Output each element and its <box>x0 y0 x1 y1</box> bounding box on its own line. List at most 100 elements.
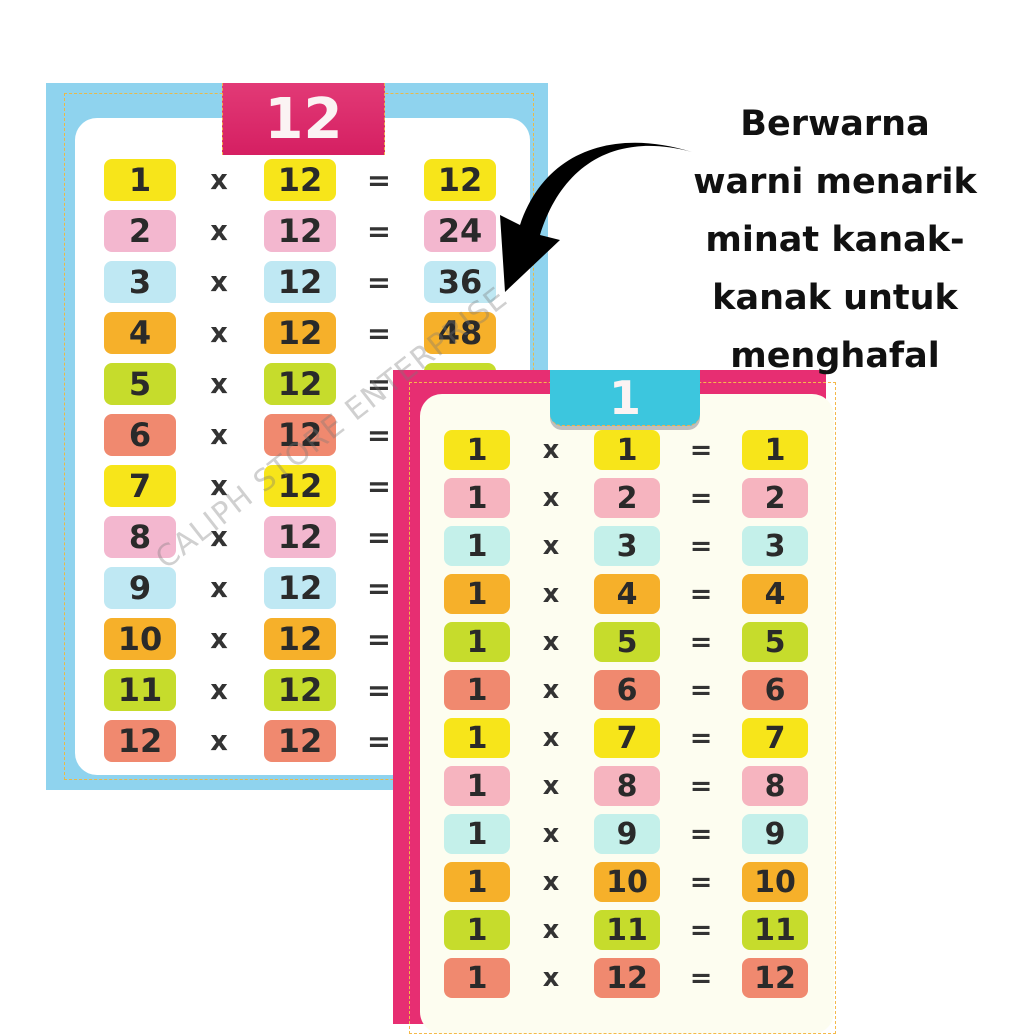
multiplier-cell: 12 <box>264 312 336 354</box>
multiplier-cell: 12 <box>264 261 336 303</box>
card-title-tab: 1 <box>550 370 700 426</box>
card-title-tab: 12 <box>222 83 385 155</box>
multiplier-cell: 12 <box>264 618 336 660</box>
equals-sign: = <box>366 724 392 758</box>
equals-sign: = <box>366 214 392 248</box>
caption-text: Berwarna warni menarik minat kanak- kana… <box>660 95 1010 385</box>
times-sign: x <box>210 215 228 247</box>
times-sign: x <box>542 819 560 849</box>
times-sign: x <box>542 723 560 753</box>
equals-sign: = <box>689 866 713 898</box>
times-sign: x <box>210 164 228 196</box>
multiplicand-cell: 8 <box>104 516 176 558</box>
times-sign: x <box>210 521 228 553</box>
multiplier-cell: 5 <box>594 622 660 662</box>
multiplier-cell: 4 <box>594 574 660 614</box>
times-sign: x <box>542 531 560 561</box>
multiplier-cell: 12 <box>264 516 336 558</box>
result-cell: 2 <box>742 478 808 518</box>
multiplier-cell: 12 <box>264 414 336 456</box>
multiplier-cell: 1 <box>594 430 660 470</box>
result-cell: 12 <box>424 159 496 201</box>
multiplier-cell: 12 <box>264 567 336 609</box>
multiplicand-cell: 6 <box>104 414 176 456</box>
equals-sign: = <box>689 962 713 994</box>
equals-sign: = <box>689 914 713 946</box>
equals-sign: = <box>689 626 713 658</box>
result-cell: 6 <box>742 670 808 710</box>
multiplier-cell: 12 <box>264 465 336 507</box>
multiplicand-cell: 1 <box>444 862 510 902</box>
caption-line: menghafal <box>730 336 940 376</box>
times-sign: x <box>210 419 228 451</box>
result-cell: 12 <box>742 958 808 998</box>
multiplier-cell: 7 <box>594 718 660 758</box>
multiplier-cell: 6 <box>594 670 660 710</box>
multiplicand-cell: 1 <box>444 574 510 614</box>
multiplicand-cell: 7 <box>104 465 176 507</box>
times-sign: x <box>542 867 560 897</box>
multiplicand-cell: 9 <box>104 567 176 609</box>
multiplicand-cell: 4 <box>104 312 176 354</box>
equals-sign: = <box>366 622 392 656</box>
multiplier-cell: 9 <box>594 814 660 854</box>
result-cell: 36 <box>424 261 496 303</box>
times-sign: x <box>210 317 228 349</box>
times-sign: x <box>210 266 228 298</box>
times-sign: x <box>542 435 560 465</box>
equals-sign: = <box>366 163 392 197</box>
result-cell: 24 <box>424 210 496 252</box>
equals-sign: = <box>366 316 392 350</box>
multiplier-cell: 12 <box>594 958 660 998</box>
equals-sign: = <box>366 571 392 605</box>
multiplicand-cell: 1 <box>444 910 510 950</box>
multiplicand-cell: 2 <box>104 210 176 252</box>
multiplicand-cell: 1 <box>444 478 510 518</box>
equals-sign: = <box>689 578 713 610</box>
times-sign: x <box>210 725 228 757</box>
times-sign: x <box>542 627 560 657</box>
multiplicand-cell: 10 <box>104 618 176 660</box>
multiplicand-cell: 1 <box>444 526 510 566</box>
result-cell: 5 <box>742 622 808 662</box>
equals-sign: = <box>366 520 392 554</box>
times-sign: x <box>542 579 560 609</box>
equals-sign: = <box>366 469 392 503</box>
equals-sign: = <box>689 482 713 514</box>
multiplicand-cell: 1 <box>444 622 510 662</box>
multiplier-cell: 12 <box>264 669 336 711</box>
multiplicand-cell: 1 <box>444 718 510 758</box>
times-sign: x <box>210 572 228 604</box>
multiplicand-cell: 1 <box>444 430 510 470</box>
multiplicand-cell: 11 <box>104 669 176 711</box>
times-sign: x <box>542 483 560 513</box>
multiplicand-cell: 12 <box>104 720 176 762</box>
multiplier-cell: 12 <box>264 210 336 252</box>
times-sign: x <box>542 771 560 801</box>
result-cell: 8 <box>742 766 808 806</box>
multiplicand-cell: 1 <box>444 670 510 710</box>
times-sign: x <box>210 623 228 655</box>
caption-line: warni menarik <box>693 162 977 202</box>
caption-line: Berwarna <box>740 104 930 144</box>
multiplier-cell: 8 <box>594 766 660 806</box>
multiplier-cell: 3 <box>594 526 660 566</box>
times-sign: x <box>210 470 228 502</box>
times-sign: x <box>210 368 228 400</box>
equals-sign: = <box>689 674 713 706</box>
multiplier-cell: 10 <box>594 862 660 902</box>
equals-sign: = <box>689 530 713 562</box>
multiplicand-cell: 3 <box>104 261 176 303</box>
equals-sign: = <box>366 265 392 299</box>
result-cell: 4 <box>742 574 808 614</box>
result-cell: 7 <box>742 718 808 758</box>
times-sign: x <box>542 675 560 705</box>
multiplier-cell: 12 <box>264 159 336 201</box>
caption-line: kanak untuk <box>712 278 958 318</box>
times-sign: x <box>542 963 560 993</box>
caption-line: minat kanak- <box>705 220 965 260</box>
result-cell: 10 <box>742 862 808 902</box>
